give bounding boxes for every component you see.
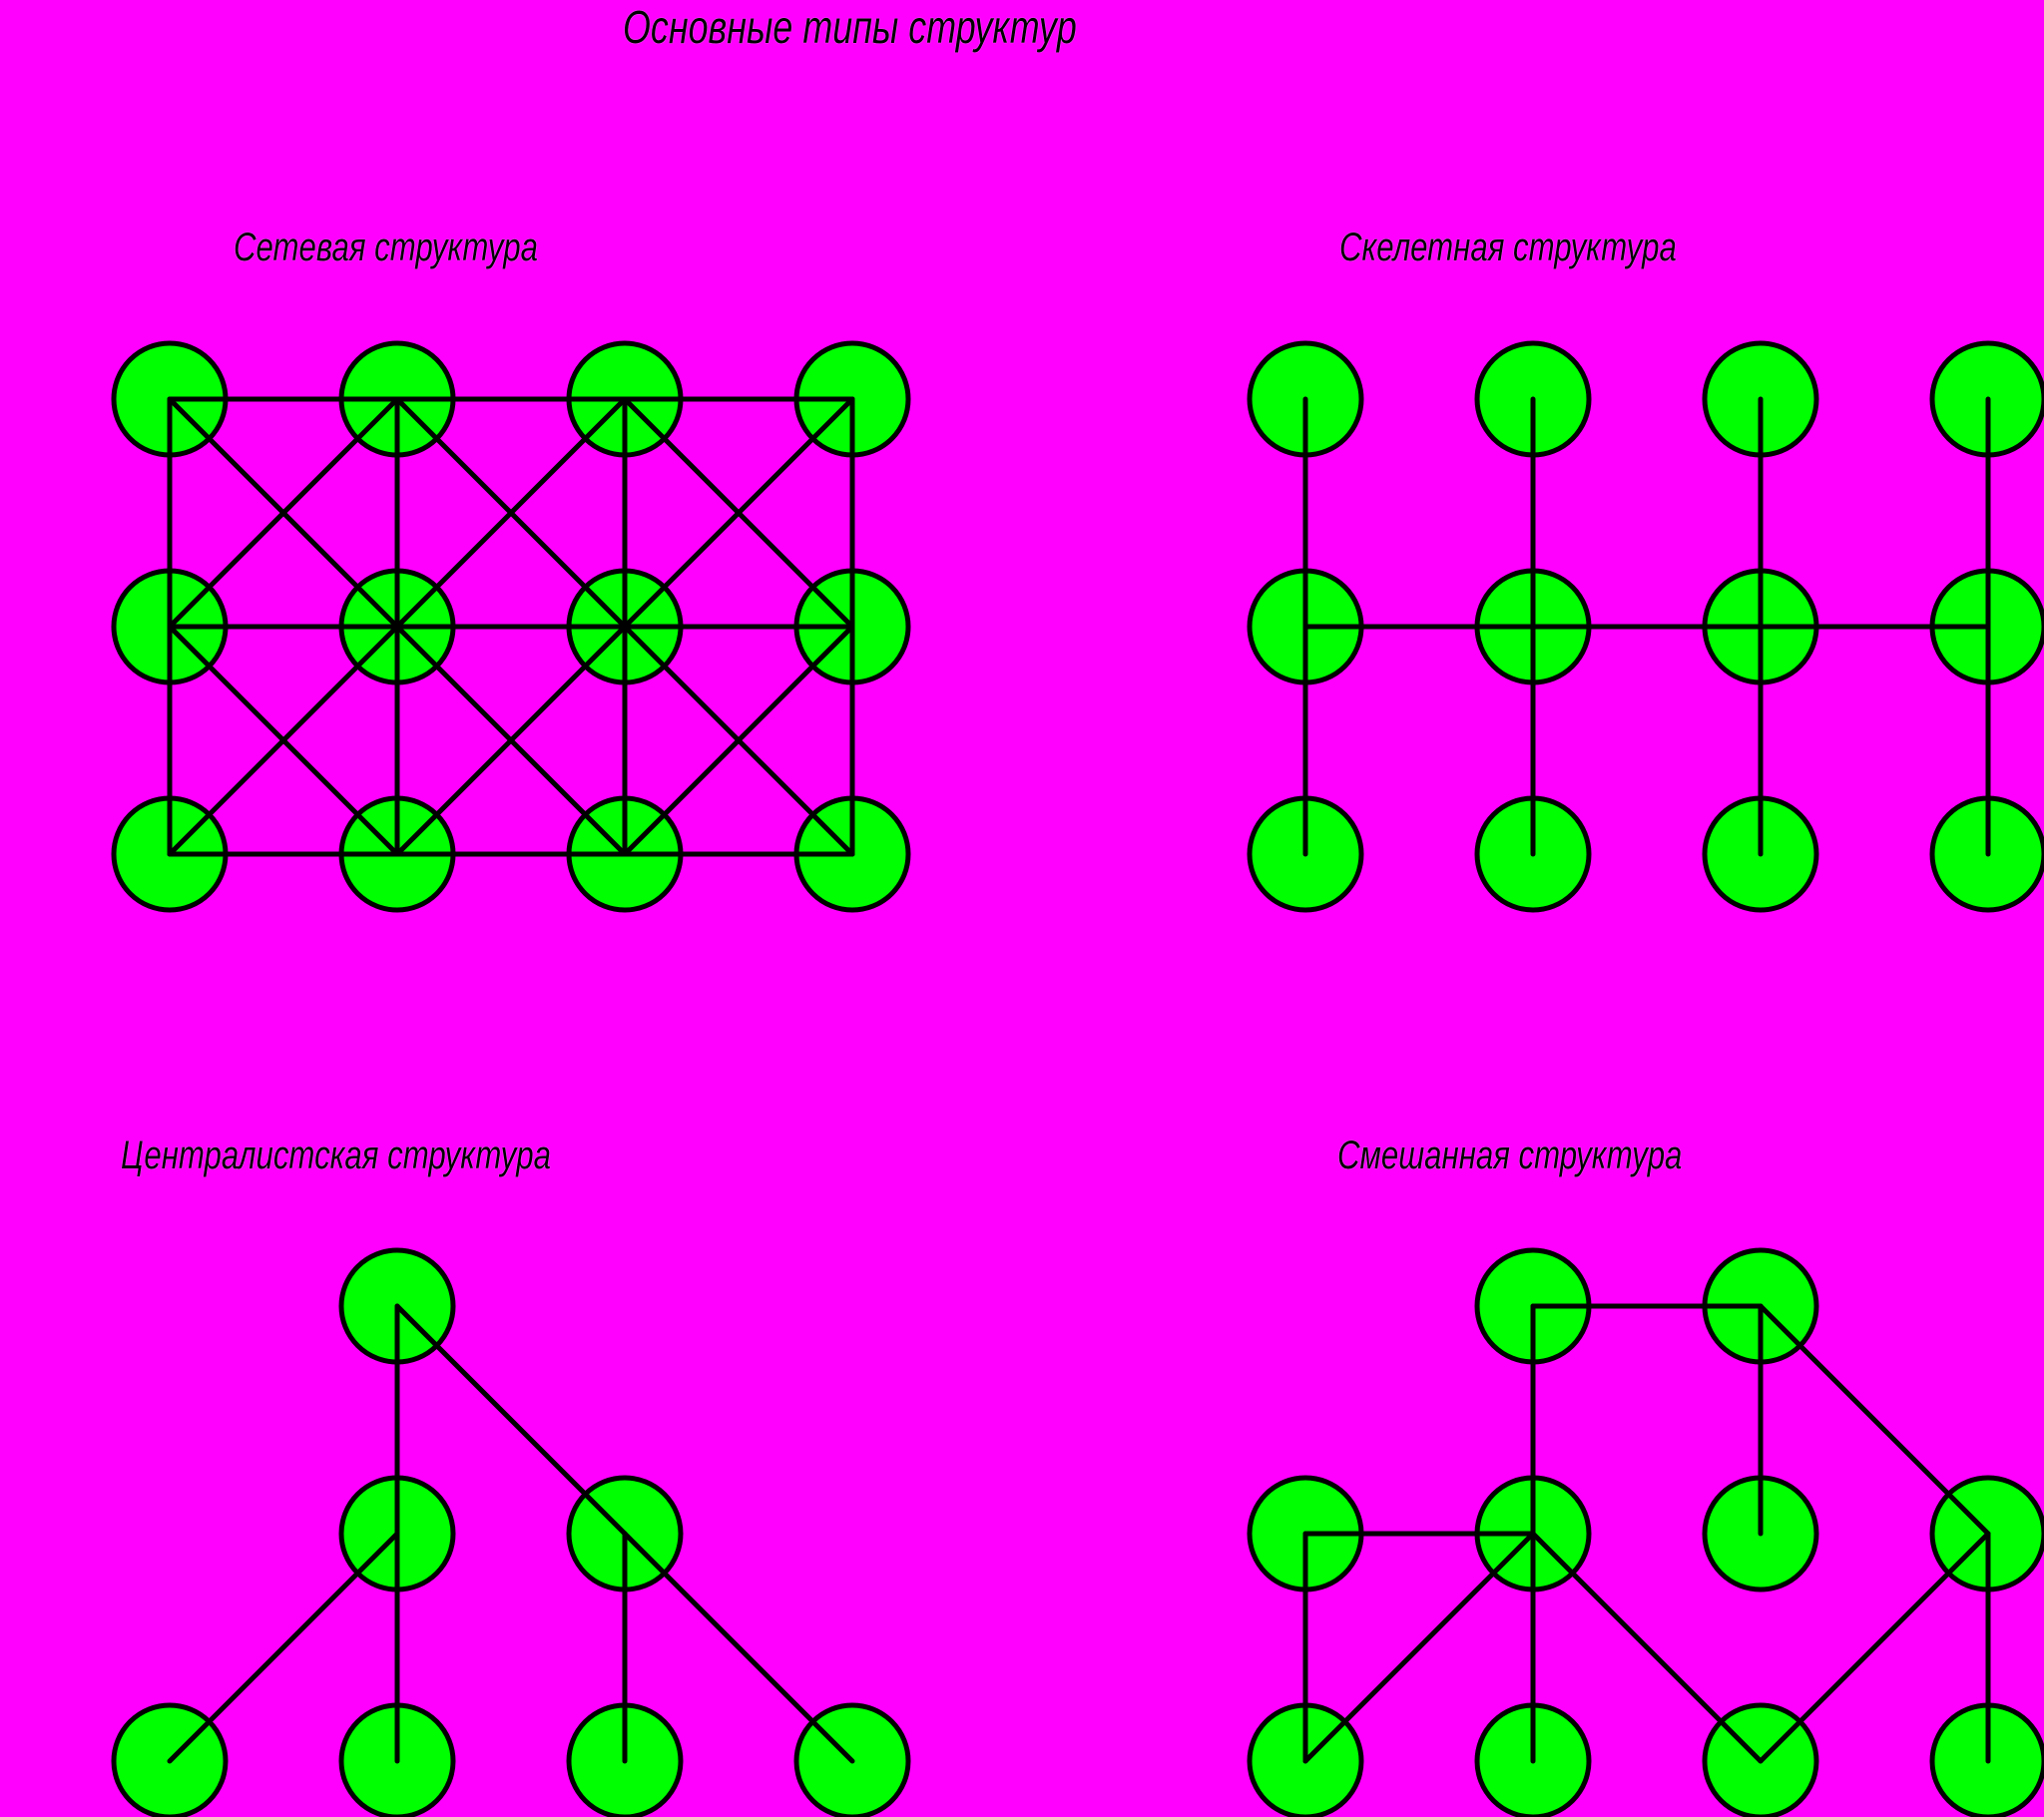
mixed-structure-title: Смешанная структура [1337, 1134, 1683, 1177]
skeletal-structure-title: Скелетная структура [1339, 226, 1677, 269]
network-structure-title: Сетевая структура [234, 226, 539, 269]
network-edge-n01-n12 [167, 624, 400, 857]
network-edge-n21-n12 [394, 624, 628, 857]
mixed-edge-n20-n31 [1758, 1303, 1991, 1537]
centralist-edge-n10-n21 [394, 1303, 628, 1537]
network-structure-diagram [111, 340, 911, 913]
mixed-edge-n11-n02 [1302, 1531, 1536, 1764]
network-edge-n10-n01 [167, 396, 400, 630]
centralist-edge-n21-n32 [622, 1531, 855, 1764]
network-edge-n31-n22 [622, 624, 855, 857]
network-edge-n20-n11 [394, 396, 628, 630]
centralist-structure-title: Централистская структура [121, 1134, 551, 1177]
mixed-edge-n11-n22 [1530, 1531, 1764, 1764]
mixed-edge-n31-n22 [1758, 1531, 1991, 1764]
skeletal-structure-diagram [1247, 340, 2044, 913]
network-edge-n30-n21 [622, 396, 855, 630]
centralist-edge-n11-n02 [167, 1531, 400, 1764]
centralist-structure-diagram [111, 1247, 911, 1817]
mixed-structure-diagram [1247, 1247, 2044, 1817]
page-title: Основные типы структур [623, 1, 1077, 53]
